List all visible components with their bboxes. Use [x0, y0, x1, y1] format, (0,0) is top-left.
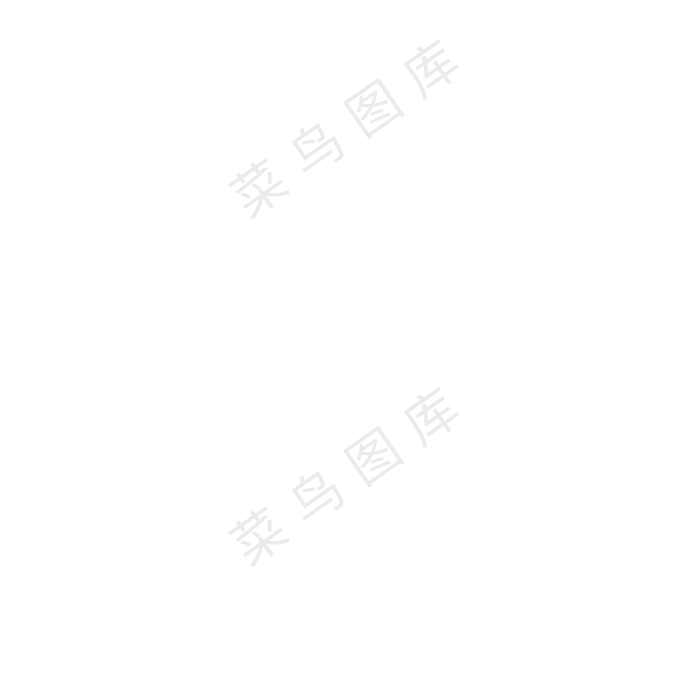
- watermark-text-top: 菜鸟图库: [221, 19, 486, 230]
- watermark-text-bottom: 菜鸟图库: [221, 367, 486, 578]
